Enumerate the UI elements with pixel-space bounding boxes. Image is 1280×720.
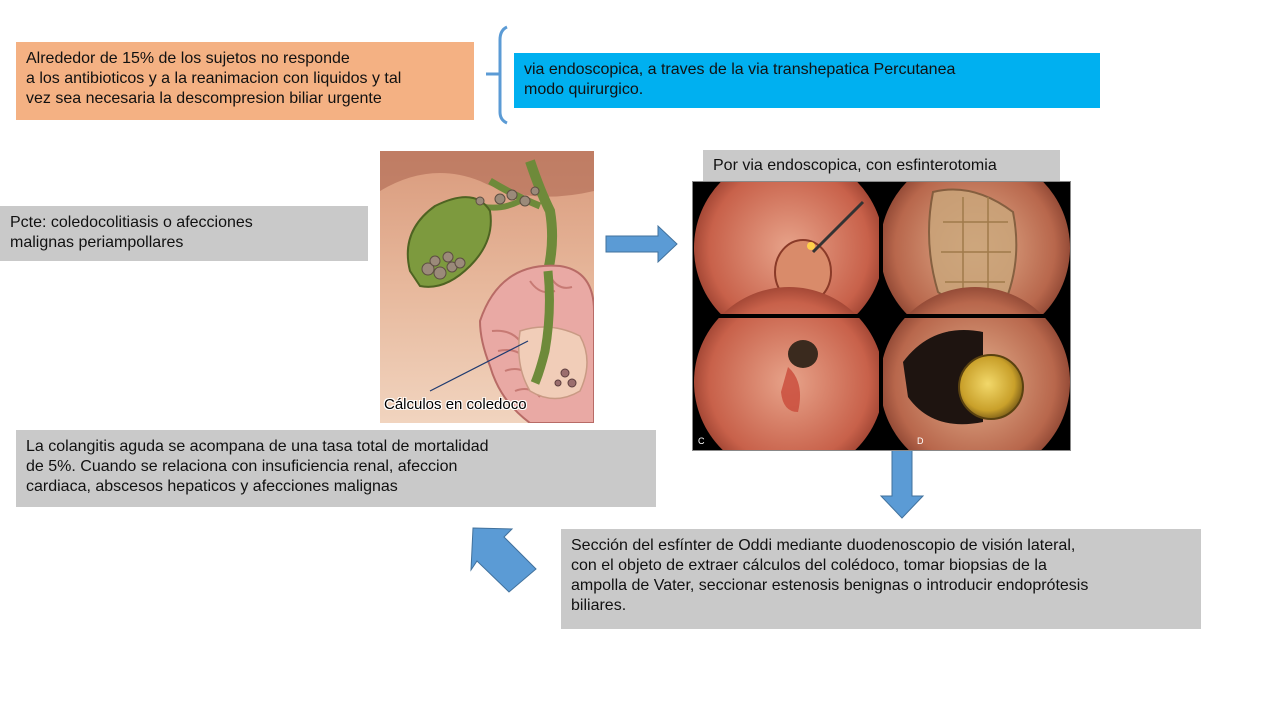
text-line: a los antibioticos y a la reanimacion co…: [26, 70, 402, 87]
endoscopy-panel-b: B: [880, 153, 1070, 343]
stones-label: Cálculos en coledoco: [384, 396, 527, 413]
text-line: vez sea necesaria la descompresion bilia…: [26, 90, 382, 107]
text-line: Por via endoscopica, con esfinterotomia: [713, 157, 997, 174]
common-bile-duct-shape: [530, 270, 554, 385]
arrow-up-left-icon: [470, 527, 537, 593]
endoscopy-panel-a: A: [694, 153, 884, 343]
text-line: malignas periampollares: [10, 234, 184, 251]
panel-letter-c: C: [698, 436, 705, 446]
text-line: Sección del esfínter de Oddi mediante du…: [571, 537, 1076, 554]
text-line: Alrededor de 15% de los sujetos no respo…: [26, 50, 350, 67]
arrow-down-icon: [879, 446, 925, 519]
text-line: La colangitis aguda se acompana de una t…: [26, 438, 489, 455]
mortality-note: La colangitis aguda se acompana de una t…: [16, 430, 656, 507]
endoscopy-panel-d: D: [880, 287, 1070, 477]
text-line: biliares.: [571, 597, 627, 614]
biliary-anatomy-illustration: [380, 151, 594, 423]
arrow-right-icon: [605, 224, 678, 264]
text-line: de 5%. Cuando se relaciona con insuficie…: [26, 458, 458, 475]
text-line: via endoscopica, a traves de la via tran…: [524, 61, 956, 78]
text-line: ampolla de Vater, seccionar estenosis be…: [571, 577, 1089, 594]
text-line: con el objeto de extraer cálculos del co…: [571, 557, 1047, 574]
text-line: Pcte: coledocolitiasis o afecciones: [10, 214, 253, 231]
text-line: modo quirurgico.: [524, 81, 644, 98]
urgent-decompression-note: Alrededor de 15% de los sujetos no respo…: [16, 42, 474, 120]
endoscopy-images: A B C D: [692, 153, 1071, 477]
bracket-connector: [486, 25, 508, 125]
endoscopy-panel-c: C: [694, 287, 884, 477]
drainage-routes-note: via endoscopica, a traves de la via tran…: [514, 53, 1100, 108]
panel-letter-d: D: [917, 436, 924, 446]
sphincterotomy-description: Sección del esfínter de Oddi mediante du…: [561, 529, 1201, 629]
patient-condition-note: Pcte: coledocolitiasis o afecciones mali…: [0, 206, 368, 261]
text-line: cardiaca, abscesos hepaticos y afeccione…: [26, 478, 398, 495]
endoscopy-title: Por via endoscopica, con esfinterotomia: [703, 150, 1060, 182]
